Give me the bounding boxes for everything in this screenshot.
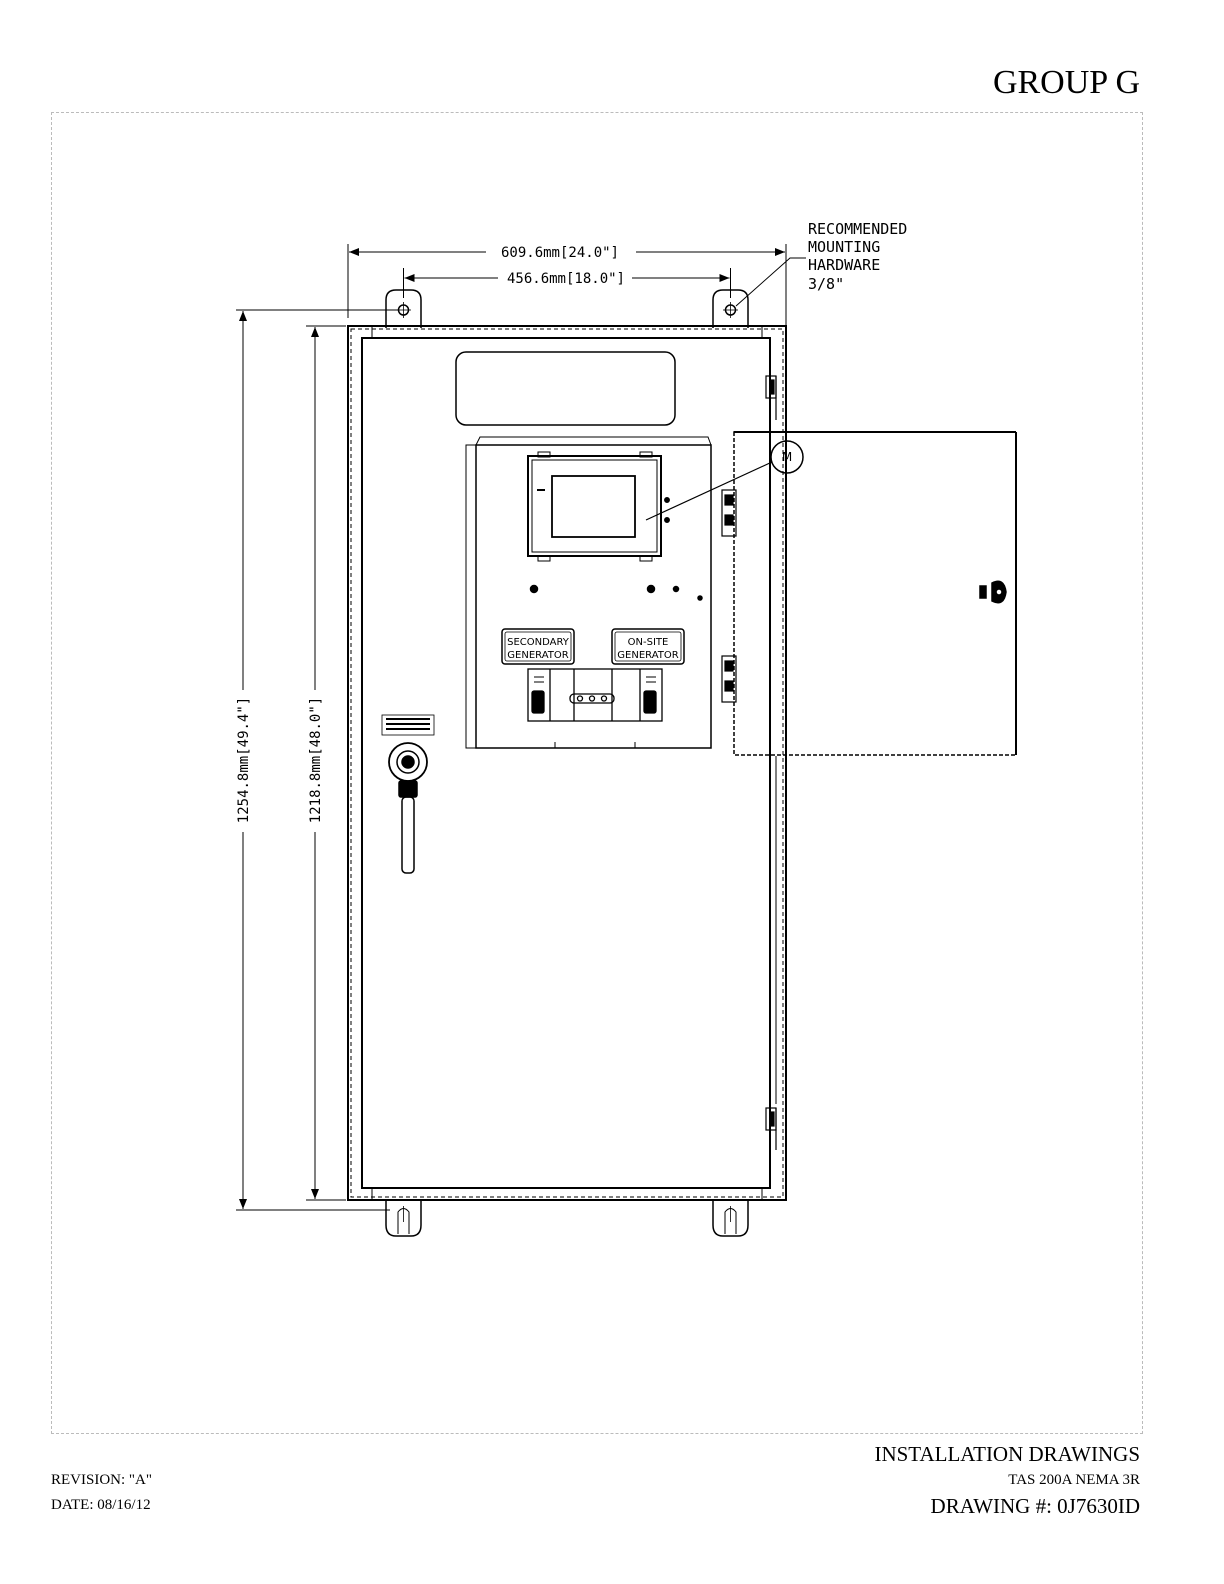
mounting-tab-bottom-left (386, 1200, 421, 1236)
label-secondary-line-1: SECONDARY (507, 637, 570, 648)
controller-screen (552, 476, 635, 537)
dim-height-enclosure: 1218.8mm[48.0"] (308, 697, 324, 823)
mounting-note-line-4: 3/8" (808, 275, 844, 293)
title-block-date: DATE: 08/16/12 (51, 1497, 151, 1514)
mounting-tab-bottom-right (713, 1200, 748, 1236)
door-window (456, 352, 675, 425)
panel-side (466, 445, 476, 748)
label-secondary-line-2: GENERATOR (507, 650, 568, 661)
label-onsite-line-2: GENERATOR (617, 650, 678, 661)
mounting-note-line-1: RECOMMENDED (808, 220, 907, 238)
title-block-model: TAS 200A NEMA 3R (1008, 1472, 1140, 1489)
label-onsite-line-1: ON-SITE (628, 637, 669, 648)
enclosure-flange (351, 329, 783, 1197)
controller-module (528, 452, 661, 561)
enclosure-door (362, 338, 770, 1188)
outer-door-open (734, 432, 1016, 755)
operating-handle (382, 715, 434, 873)
mounting-note-line-3: HARDWARE (808, 256, 880, 274)
title-block-drawing-number: DRAWING #: 0J7630ID (931, 1494, 1140, 1519)
dim-height-overall: 1254.8mm[49.4"] (236, 697, 252, 823)
callout-m-text: M (782, 450, 792, 464)
dim-width-mounting: 456.6mm[18.0"] (507, 271, 625, 287)
transfer-switch-mechanism (528, 669, 662, 721)
door-latch-handle (980, 581, 1006, 602)
dim-width-overall: 609.6mm[24.0"] (501, 245, 619, 261)
title-block-revision: REVISION: "A" (51, 1472, 152, 1489)
title-block-title: INSTALLATION DRAWINGS (874, 1442, 1140, 1467)
mounting-note-line-2: MOUNTING (808, 238, 880, 256)
